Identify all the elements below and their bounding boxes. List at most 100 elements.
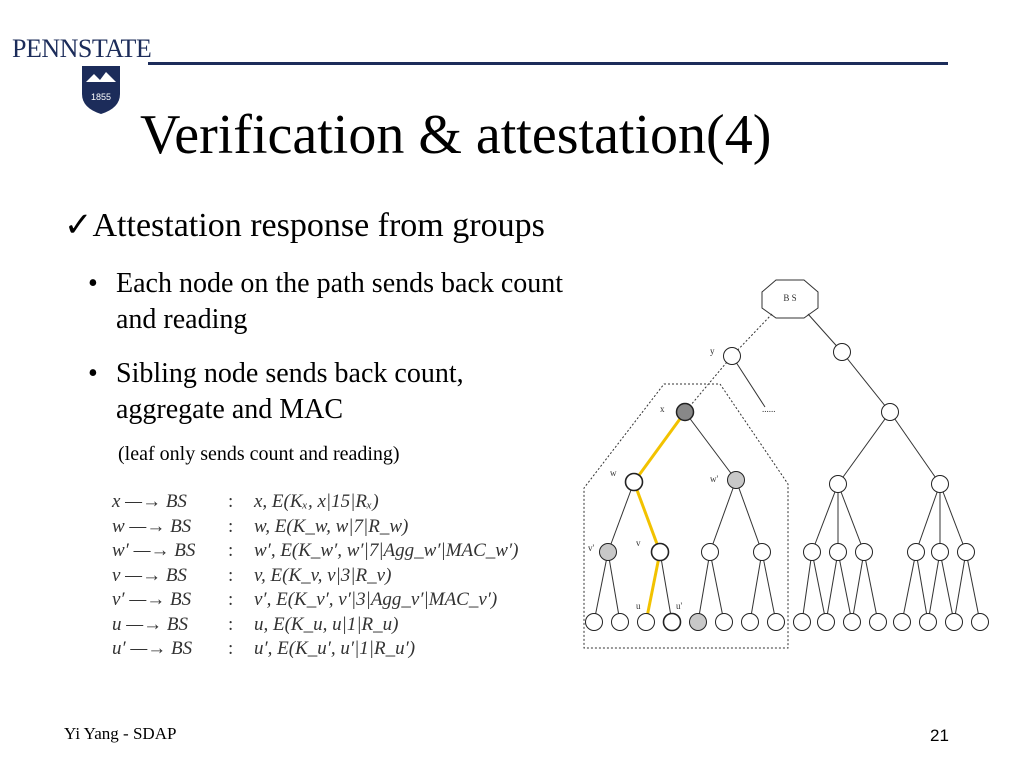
leaf-node bbox=[893, 613, 911, 631]
tree-node bbox=[907, 543, 925, 561]
node-label-w: w bbox=[610, 468, 617, 478]
leaf-node bbox=[945, 613, 963, 631]
tree-edge-dotted bbox=[731, 313, 773, 357]
tree-edge bbox=[915, 551, 929, 623]
penn-state-logo-text: PENNSTATE bbox=[12, 34, 152, 63]
tree-edge bbox=[901, 551, 917, 623]
equation-lhs: w —→ BS bbox=[112, 515, 192, 537]
bullet-dot-icon: • bbox=[88, 268, 98, 299]
equation-rhs: v′, E(K_v′, v′|3|Agg_v′|MAC_v′) bbox=[254, 589, 498, 610]
equation-row: x —→ BS:x, E(Kₓ, x|15|Rₓ) bbox=[112, 491, 379, 512]
path-edge bbox=[644, 551, 662, 623]
node-label-w-prime: w' bbox=[710, 474, 718, 484]
equation-list: x —→ BS:x, E(Kₓ, x|15|Rₓ) w —→ BS:w, E(K… bbox=[112, 490, 552, 662]
node-w-prime bbox=[727, 471, 745, 489]
tree-edge bbox=[749, 551, 763, 623]
tree-edge bbox=[735, 479, 763, 553]
main-bullet: ✓Attestation response from groups bbox=[64, 204, 545, 248]
equation-lhs: v —→ BS bbox=[112, 564, 187, 586]
leaf-node bbox=[971, 613, 989, 631]
sub-bullet-text: Each node on the path sends back count a… bbox=[116, 268, 564, 335]
tree-node bbox=[833, 343, 851, 361]
tree-edge-dotted bbox=[684, 355, 733, 413]
header-rule bbox=[148, 62, 948, 65]
tree-edge bbox=[915, 483, 941, 553]
tree-edge bbox=[939, 551, 955, 623]
tree-node bbox=[957, 543, 975, 561]
tree-edge bbox=[965, 551, 981, 623]
leaf-node bbox=[637, 613, 655, 631]
equation-rhs: v, E(K_v, v|3|R_v) bbox=[254, 564, 392, 586]
node-v bbox=[650, 542, 670, 562]
bullet-dot-icon: • bbox=[88, 358, 98, 389]
tree-node bbox=[881, 403, 899, 421]
sub-bullet-text: Sibling node sends back count, aggregate… bbox=[116, 358, 464, 425]
tree-node bbox=[931, 543, 949, 561]
node-label-v-prime: v' bbox=[588, 543, 595, 553]
equation-rhs: u′, E(K_u′, u′|1|R_u′) bbox=[254, 638, 416, 659]
leaf-node bbox=[741, 613, 759, 631]
equation-lhs: x —→ BS bbox=[112, 491, 187, 512]
equation-row: u′ —→ BS:u′, E(K_u′, u′|1|R_u′) bbox=[112, 638, 416, 659]
tree-edge bbox=[731, 355, 766, 408]
leaf-node bbox=[715, 613, 733, 631]
ellipsis-label: ...... bbox=[762, 404, 776, 414]
leaf-node bbox=[843, 613, 861, 631]
tree-node bbox=[701, 543, 719, 561]
tree-edge bbox=[593, 551, 609, 623]
leaf-node bbox=[793, 613, 811, 631]
tree-edge bbox=[761, 551, 777, 623]
slide-title: Verification & attestation(4) bbox=[140, 104, 772, 166]
tree-node bbox=[829, 543, 847, 561]
base-station-node bbox=[761, 279, 819, 319]
equation-lhs: w′ —→ BS bbox=[112, 540, 196, 561]
equation-row: w′ —→ BS:w′, E(K_w′, w′|7|Agg_w′|MAC_w′) bbox=[112, 540, 519, 561]
node-u bbox=[662, 612, 682, 632]
node-u-prime bbox=[689, 613, 707, 631]
equation-lhs: v′ —→ BS bbox=[112, 589, 192, 610]
tree-nodes bbox=[585, 343, 989, 632]
node-v-prime bbox=[599, 543, 617, 561]
node-label-y: y bbox=[710, 346, 715, 356]
footer-author: Yi Yang - SDAP bbox=[64, 724, 177, 743]
tree-edge bbox=[811, 483, 839, 553]
leaf-node bbox=[869, 613, 887, 631]
tree-edges bbox=[593, 313, 981, 623]
path-edge bbox=[632, 411, 687, 483]
aggregation-tree-diagram: B S y x w w' v' v u u' ...... bbox=[583, 279, 989, 649]
equation-row: v —→ BS:v, E(K_v, v|3|R_v) bbox=[112, 564, 392, 586]
equation-row: w —→ BS:w, E(K_w, w|7|R_w) bbox=[112, 515, 409, 537]
equation-lhs: u —→ BS bbox=[112, 613, 188, 635]
tree-node bbox=[829, 475, 847, 493]
tree-edge bbox=[607, 551, 621, 623]
tree-edge bbox=[825, 551, 839, 623]
node-label-u-prime: u' bbox=[676, 601, 683, 611]
shield-year: 1855 bbox=[91, 92, 111, 102]
check-icon: ✓ bbox=[64, 207, 93, 244]
tree-edge bbox=[837, 411, 891, 485]
node-label-v: v bbox=[636, 538, 641, 548]
tree-node bbox=[753, 543, 771, 561]
tree-edge bbox=[841, 351, 891, 413]
page-number: 21 bbox=[930, 726, 949, 745]
sub-bullet: • Sibling node sends back count, aggrega… bbox=[88, 356, 568, 436]
sub-bullet: • Each node on the path sends back count… bbox=[88, 266, 568, 346]
leaf-node bbox=[611, 613, 629, 631]
tree-edge bbox=[889, 411, 941, 485]
penn-state-shield-icon: 1855 bbox=[82, 66, 120, 114]
tree-node bbox=[931, 475, 949, 493]
node-label-x: x bbox=[660, 404, 665, 414]
tree-node bbox=[855, 543, 873, 561]
node-label-u: u bbox=[636, 601, 641, 611]
equation-rhs: u, E(K_u, u|1|R_u) bbox=[254, 613, 399, 635]
node-w bbox=[624, 472, 644, 492]
tree-edge bbox=[709, 551, 725, 623]
equation-row: v′ —→ BS:v′, E(K_v′, v′|3|Agg_v′|MAC_v′) bbox=[112, 589, 498, 610]
leaf-node bbox=[767, 613, 785, 631]
main-bullet-text: Attestation response from groups bbox=[92, 207, 545, 244]
tree-edge bbox=[953, 551, 967, 623]
leaf-node bbox=[817, 613, 835, 631]
tree-edge bbox=[863, 551, 879, 623]
equation-row: u —→ BS:u, E(K_u, u|1|R_u) bbox=[112, 613, 399, 635]
tree-edge bbox=[607, 481, 635, 553]
